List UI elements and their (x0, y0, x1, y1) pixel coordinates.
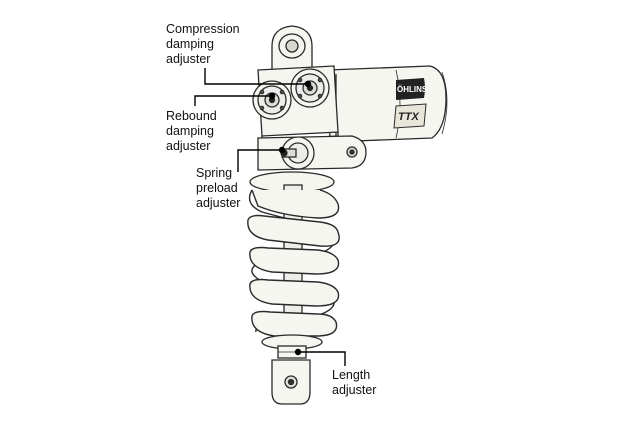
rebound-callout-line (194, 95, 272, 106)
reservoir-canister (327, 65, 448, 143)
bottom-clevis (271, 359, 311, 405)
coil-spring (247, 189, 340, 337)
spring-callout-dot (278, 146, 286, 154)
rebound-adjuster-knob (252, 80, 292, 120)
preload-collar (257, 135, 367, 171)
spring-callout-line (237, 149, 282, 172)
brand-logo-text: ÖHLINS (397, 85, 428, 94)
length-callout-line (298, 351, 346, 366)
compression-adjuster-knob (290, 68, 330, 108)
compression-callout-line (204, 68, 308, 85)
compression-callout-dot (304, 80, 312, 88)
rebound-callout-dot (268, 92, 276, 100)
length-callout-dot (294, 348, 302, 356)
rebound-damping-adjuster-label: Rebound damping adjuster (166, 109, 217, 153)
spring-preload-adjuster-label: Spring preload adjuster (196, 166, 241, 210)
ohlins-logo-plate: ÖHLINS TTX (393, 78, 428, 129)
length-adjuster-label: Length adjuster (332, 368, 377, 397)
compression-damping-adjuster-label: Compression damping adjuster (166, 22, 240, 66)
top-mount-eye (271, 25, 313, 71)
model-logo-text: TTX (398, 111, 419, 123)
